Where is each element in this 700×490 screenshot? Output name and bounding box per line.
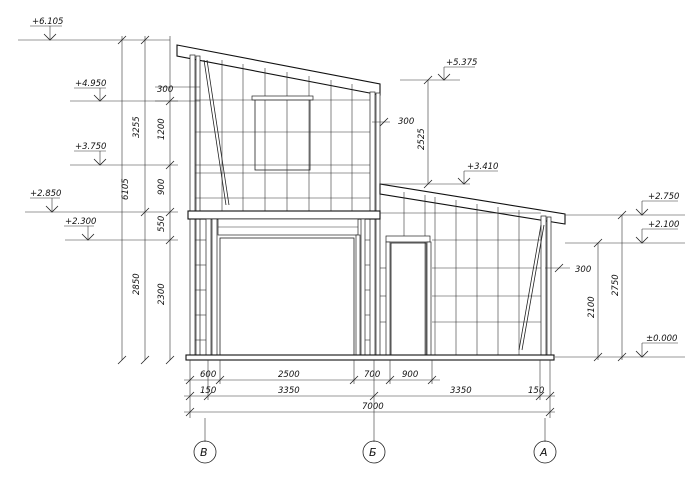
dim-left-upper: 3255 (132, 116, 142, 138)
left-lower-noggins (195, 239, 370, 341)
right-studs (403, 192, 520, 357)
axis-left: В (193, 440, 217, 464)
elev-label-6105: +6.105 (32, 17, 63, 27)
elev-2850: +2.850 (25, 189, 178, 213)
elev-6105: +6.105 (18, 17, 170, 41)
right-diagonal-brace (521, 224, 545, 351)
floor-beam (187, 210, 381, 220)
elev-label-3750: +3.750 (75, 142, 106, 152)
dim-2100: 2100 (587, 296, 597, 318)
right-outer-post-2 (546, 216, 552, 358)
middle-post-2 (375, 92, 381, 358)
elevation-marks-left: +6.105 +4.950 +3.750 +2.850 (18, 17, 178, 241)
bottom-dimensions: 600 2500 700 900 150 3350 3350 150 7000 (184, 360, 555, 442)
elev-label-0000: ±0.000 (646, 334, 677, 344)
elev-label-2300: +2.300 (65, 217, 96, 227)
axis-middle: Б (362, 440, 386, 464)
elev-label-3410: +3.410 (467, 162, 498, 172)
elev-2750: +2.750 (565, 192, 685, 216)
dim-b150-right: 150 (528, 386, 544, 396)
elevation-marks-right: +5.375 +3.410 +2.750 +2.100 (380, 58, 685, 358)
right-block-frame (379, 183, 566, 358)
dim-b2500: 2500 (278, 370, 300, 380)
door-header (385, 235, 431, 243)
elev-2100: +2.100 (565, 220, 685, 244)
left-upper-studs (221, 60, 353, 212)
elev-5375: +5.375 (400, 58, 477, 81)
foundation-plate (185, 354, 555, 361)
upper-window-header (251, 95, 314, 101)
left-block-frame (176, 44, 381, 358)
right-noggins (380, 212, 541, 323)
elev-label-5375: +5.375 (446, 58, 477, 68)
dim-900: 900 (157, 179, 167, 195)
left-horizontal-noggins (195, 99, 370, 199)
dim-b900: 900 (402, 370, 418, 380)
elev-0000: ±0.000 (555, 334, 685, 358)
upper-window-opening (254, 97, 311, 171)
axis-right: А (533, 440, 557, 464)
axis-label-right: А (539, 446, 548, 459)
dim-2525: 2525 (417, 128, 427, 150)
left-roof-plate (176, 44, 381, 96)
vertical-dimensions-right: 300 2100 2750 (545, 210, 627, 362)
dim-300-top: 300 (157, 85, 173, 95)
elev-2300: +2.300 (64, 217, 178, 241)
elev-label-2750: +2.750 (648, 192, 679, 202)
dim-2300: 2300 (157, 283, 167, 305)
dim-left-total: 6105 (121, 178, 131, 200)
dim-b3350-left: 3350 (278, 386, 300, 396)
elev-label-2100: +2.100 (648, 220, 679, 230)
lower-door-opening (219, 237, 355, 357)
left-outer-post-1 (189, 54, 196, 358)
vertical-dimensions-middle: 2525 300 (372, 75, 433, 189)
dim-b7000: 7000 (362, 402, 384, 412)
elev-3750: +3.750 (70, 142, 178, 166)
elev-label-2850: +2.850 (30, 189, 61, 199)
dim-300-right: 300 (575, 265, 591, 275)
elev-3410: +3.410 (380, 162, 498, 185)
dim-b700: 700 (364, 370, 380, 380)
right-door-opening (390, 242, 427, 357)
dim-1200: 1200 (157, 118, 167, 140)
dim-300-mid: 300 (398, 117, 414, 127)
axis-label-middle: Б (369, 446, 377, 459)
dim-2750: 2750 (611, 274, 621, 296)
axis-bubbles: В Б А (193, 440, 557, 464)
right-roof-plate (379, 183, 566, 225)
axis-label-left: В (200, 446, 208, 459)
dim-550: 550 (157, 216, 167, 232)
dim-left-lower: 2850 (132, 273, 142, 295)
dim-b3350-right: 3350 (450, 386, 472, 396)
middle-post-1 (369, 91, 376, 358)
left-diagonal-brace (203, 59, 227, 206)
elev-label-4950: +4.950 (75, 79, 106, 89)
vertical-dimensions-left: 6105 3255 2850 1200 900 550 2300 300 (117, 35, 200, 365)
